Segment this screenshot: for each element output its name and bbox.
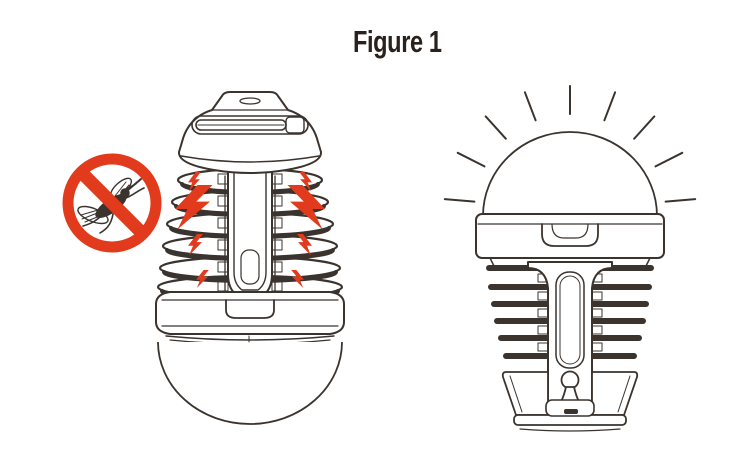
prohibition-ring [62, 153, 162, 253]
band-notch [225, 299, 275, 319]
figure-title-row: Figure 1 [0, 26, 750, 58]
cap-hole [239, 97, 261, 105]
no-mosquito-icon [62, 153, 162, 253]
body-band [475, 213, 665, 267]
port-cover [545, 399, 595, 417]
band-notch [541, 223, 599, 247]
center-column [527, 261, 613, 416]
body-band [155, 291, 345, 345]
zapper-upright-drawing [155, 91, 345, 425]
lantern-inverted-drawing [443, 85, 697, 432]
base-feet [501, 371, 639, 432]
top-cap [178, 91, 322, 174]
lamp-dome [157, 335, 343, 425]
zapper-fins [486, 265, 654, 359]
figure-title: Figure 1 [352, 24, 442, 59]
light-rays-icon [443, 85, 697, 203]
lamp-dome [482, 131, 658, 217]
